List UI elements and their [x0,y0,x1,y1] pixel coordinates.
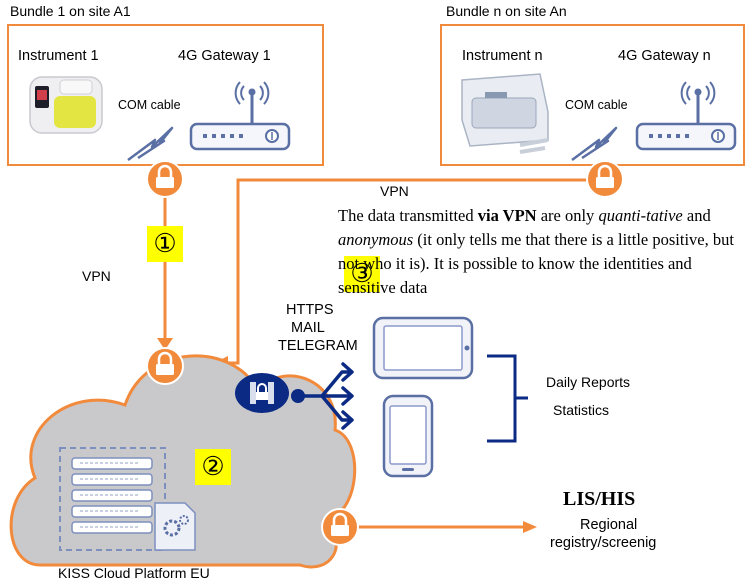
desc-text-3: and [682,206,711,225]
bundle-n-title: Bundle n on site An [446,3,567,19]
instrument-n-label: Instrument n [462,48,543,64]
lock-icon-lis [321,508,359,546]
router-icon-bundlen [635,81,737,151]
gear-icon [154,502,196,551]
desc-text-1: The data transmitted [338,206,478,225]
com-cable-1-label: COM cable [118,98,181,112]
vpn-description: The data transmitted via VPN are only qu… [338,204,743,300]
step-badge-3: ③ [344,256,380,292]
router-icon-bundle1 [189,81,291,151]
arrow-down-cloud [157,338,173,350]
channel-mail: MAIL [291,320,325,336]
instrument-1-label: Instrument 1 [18,48,99,64]
lis-registry-label: registry/screenig [550,535,657,551]
channel-telegram: TELEGRAM [278,338,358,354]
lightning-icon-bundlen [571,126,618,162]
daily-reports-label: Daily Reports [546,374,631,390]
gateway-1-label: 4G Gateway 1 [178,48,271,64]
statistics-label: Statistics [553,402,610,418]
arrow-right-lis [523,521,537,533]
step-badge-1: ① [147,226,183,262]
lock-icon-cloud [146,347,184,385]
lightning-icon-bundle1 [127,126,174,162]
step-badge-2: ② [195,449,231,485]
tablet-icon [372,316,474,380]
phone-icon [382,394,434,478]
instrument-1-device [29,76,103,134]
lock-icon-bundle1 [146,160,184,198]
instrument-n-device [461,73,549,154]
com-cable-n-label: COM cable [565,98,628,112]
desc-text-2: are only [536,206,599,225]
desc-bold: via VPN [477,206,537,225]
channel-https: HTTPS [286,302,334,318]
desc-text-4: (it only tells me that there is a little… [338,230,734,297]
server-icon [59,447,166,551]
output-bracket [487,354,528,443]
bundle-1-title: Bundle 1 on site A1 [10,3,131,19]
cloud-platform-label: KISS Cloud Platform EU [58,565,210,581]
desc-italic-1: quanti-tative [598,206,683,225]
vpn-label-left: VPN [82,268,111,284]
lis-regional-label: Regional [580,517,638,533]
gateway-n-label: 4G Gateway n [618,48,711,64]
share-icon [235,362,354,430]
lis-his-title: LIS/HIS [563,488,636,510]
vpn-label-top: VPN [380,183,409,199]
desc-italic-2: anonymous [338,230,414,249]
lock-icon-bundlen [586,160,624,198]
